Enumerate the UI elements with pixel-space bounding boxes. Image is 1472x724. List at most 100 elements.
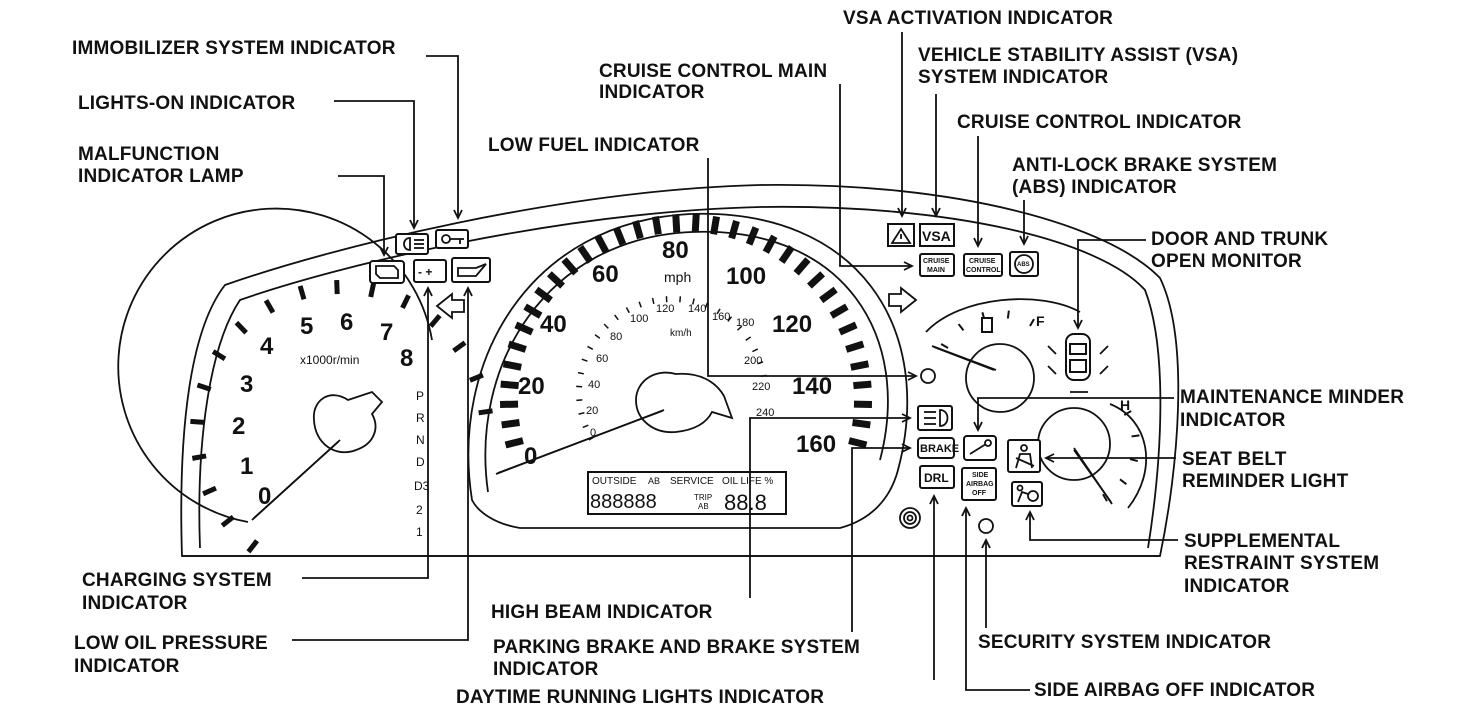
kmh-unit: km/h xyxy=(670,328,692,339)
high-beam-icon xyxy=(917,405,953,431)
speed-tick xyxy=(651,215,662,235)
label-cruise-main-1: CRUISE CONTROL MAIN xyxy=(599,61,828,82)
drl-indicator-text: DRL xyxy=(924,471,949,485)
tach-number-6: 6 xyxy=(340,309,353,336)
speed-tick xyxy=(577,245,594,264)
kmh-tick xyxy=(692,298,695,305)
temp-tick xyxy=(1131,434,1140,438)
mph-number-20: 20 xyxy=(518,373,545,400)
kmh-number: 140 xyxy=(688,303,706,315)
battery-icon: - + xyxy=(413,259,447,283)
temp-tick xyxy=(1102,493,1108,502)
gear-letter: R xyxy=(416,411,425,425)
display-oil-label: OIL LIFE % xyxy=(722,476,773,487)
speed-tick xyxy=(850,360,870,371)
tach-tick xyxy=(190,418,205,425)
speed-tick xyxy=(672,214,681,233)
speed-tick xyxy=(612,226,627,246)
tach-needle-hub xyxy=(313,390,384,454)
speed-tick xyxy=(632,220,644,240)
label-charging-2: INDICATOR xyxy=(82,593,188,614)
speed-tick xyxy=(691,214,700,233)
speed-tick xyxy=(728,220,740,240)
wrench-icon xyxy=(963,435,997,461)
label-abs-1: ANTI-LOCK BRAKE SYSTEM xyxy=(1012,155,1278,176)
kmh-tick xyxy=(727,316,733,322)
fuel-tick xyxy=(1006,310,1010,319)
temp-needle-hub xyxy=(1037,407,1111,481)
label-low-oil-1: LOW OIL PRESSURE xyxy=(74,633,268,654)
tach-tick xyxy=(478,408,493,416)
tach-tick xyxy=(452,340,467,353)
oil-can-icon xyxy=(451,257,491,283)
temp-tick xyxy=(1123,410,1132,416)
label-drl: DAYTIME RUNNING LIGHTS INDICATOR xyxy=(456,687,825,708)
fuel-tick xyxy=(957,323,965,332)
tach-tick xyxy=(368,282,377,298)
tach-number-3: 3 xyxy=(240,371,253,398)
temp-tick xyxy=(1129,458,1139,463)
kmh-tick xyxy=(576,399,583,402)
fuel-pump-icon xyxy=(981,317,993,333)
brake-icon: BRAKE xyxy=(917,437,959,459)
kmh-number: 160 xyxy=(712,311,730,323)
kmh-number: 180 xyxy=(736,317,754,329)
speed-tick xyxy=(534,286,553,304)
drl-icon: DRL xyxy=(919,465,955,489)
tachometer: 0 1 2 3 4 5 6 7 8 x1000r/min xyxy=(117,207,493,554)
key-icon xyxy=(435,229,469,249)
speed-tick xyxy=(852,419,871,429)
tach-number-1: 1 xyxy=(240,453,253,480)
kmh-number: 0 xyxy=(590,427,596,439)
kmh-tick xyxy=(757,361,764,365)
speed-tick xyxy=(500,380,519,390)
kmh-tick xyxy=(577,371,585,375)
label-low-oil-2: INDICATOR xyxy=(74,656,180,677)
mph-unit: mph xyxy=(664,269,691,285)
tach-tick xyxy=(220,514,235,528)
speed-tick xyxy=(710,215,721,235)
side-airbag-text-1: SIDE xyxy=(972,472,989,479)
engine-icon xyxy=(369,260,405,284)
display-service-label: SERVICE xyxy=(670,476,714,487)
vsa-icon: VSA xyxy=(919,223,955,247)
tach-tick xyxy=(263,299,276,314)
kmh-tick xyxy=(638,301,642,308)
info-display: OUTSIDE AB SERVICE OIL LIFE % 888888 TRI… xyxy=(587,471,787,515)
kmh-number: 240 xyxy=(756,407,774,419)
speed-tick xyxy=(845,340,865,353)
cluster-inner-outline xyxy=(198,205,1162,549)
security-light xyxy=(978,518,994,534)
speed-tick xyxy=(501,419,520,429)
kmh-number: 60 xyxy=(596,353,608,365)
kmh-number: 80 xyxy=(610,331,622,343)
kmh-tick xyxy=(651,297,655,305)
low-fuel-light xyxy=(920,368,936,384)
kmh-number: 120 xyxy=(656,303,674,315)
speed-tick xyxy=(594,234,610,254)
speed-tick xyxy=(514,321,534,336)
gear-letter: P xyxy=(416,389,424,403)
label-vsa-system-1: VEHICLE STABILITY ASSIST (VSA) xyxy=(918,45,1239,66)
speed-tick xyxy=(838,321,858,336)
gear-indicator: P R N D D3 2 1 xyxy=(414,389,430,539)
display-odometer-digits: 888888 xyxy=(590,491,657,513)
tach-tick xyxy=(234,320,248,335)
speed-tick xyxy=(523,303,543,319)
speed-tick xyxy=(502,360,522,371)
temp-tick xyxy=(1119,478,1127,485)
security-icon xyxy=(899,507,921,529)
tach-number-8: 8 xyxy=(400,345,413,372)
kmh-tick xyxy=(736,325,743,331)
label-parking-brake-1: PARKING BRAKE AND BRAKE SYSTEM xyxy=(493,637,861,658)
speed-tick xyxy=(507,340,527,353)
label-parking-brake-2: INDICATOR xyxy=(493,659,599,680)
airbag-icon xyxy=(1011,481,1043,507)
label-maintenance-1: MAINTENANCE MINDER xyxy=(1180,387,1405,408)
speed-tick xyxy=(807,271,826,289)
seat-belt-icon xyxy=(1007,439,1041,473)
mph-number-120: 120 xyxy=(772,311,812,338)
kmh-tick xyxy=(582,424,589,429)
kmh-tick xyxy=(625,307,630,314)
